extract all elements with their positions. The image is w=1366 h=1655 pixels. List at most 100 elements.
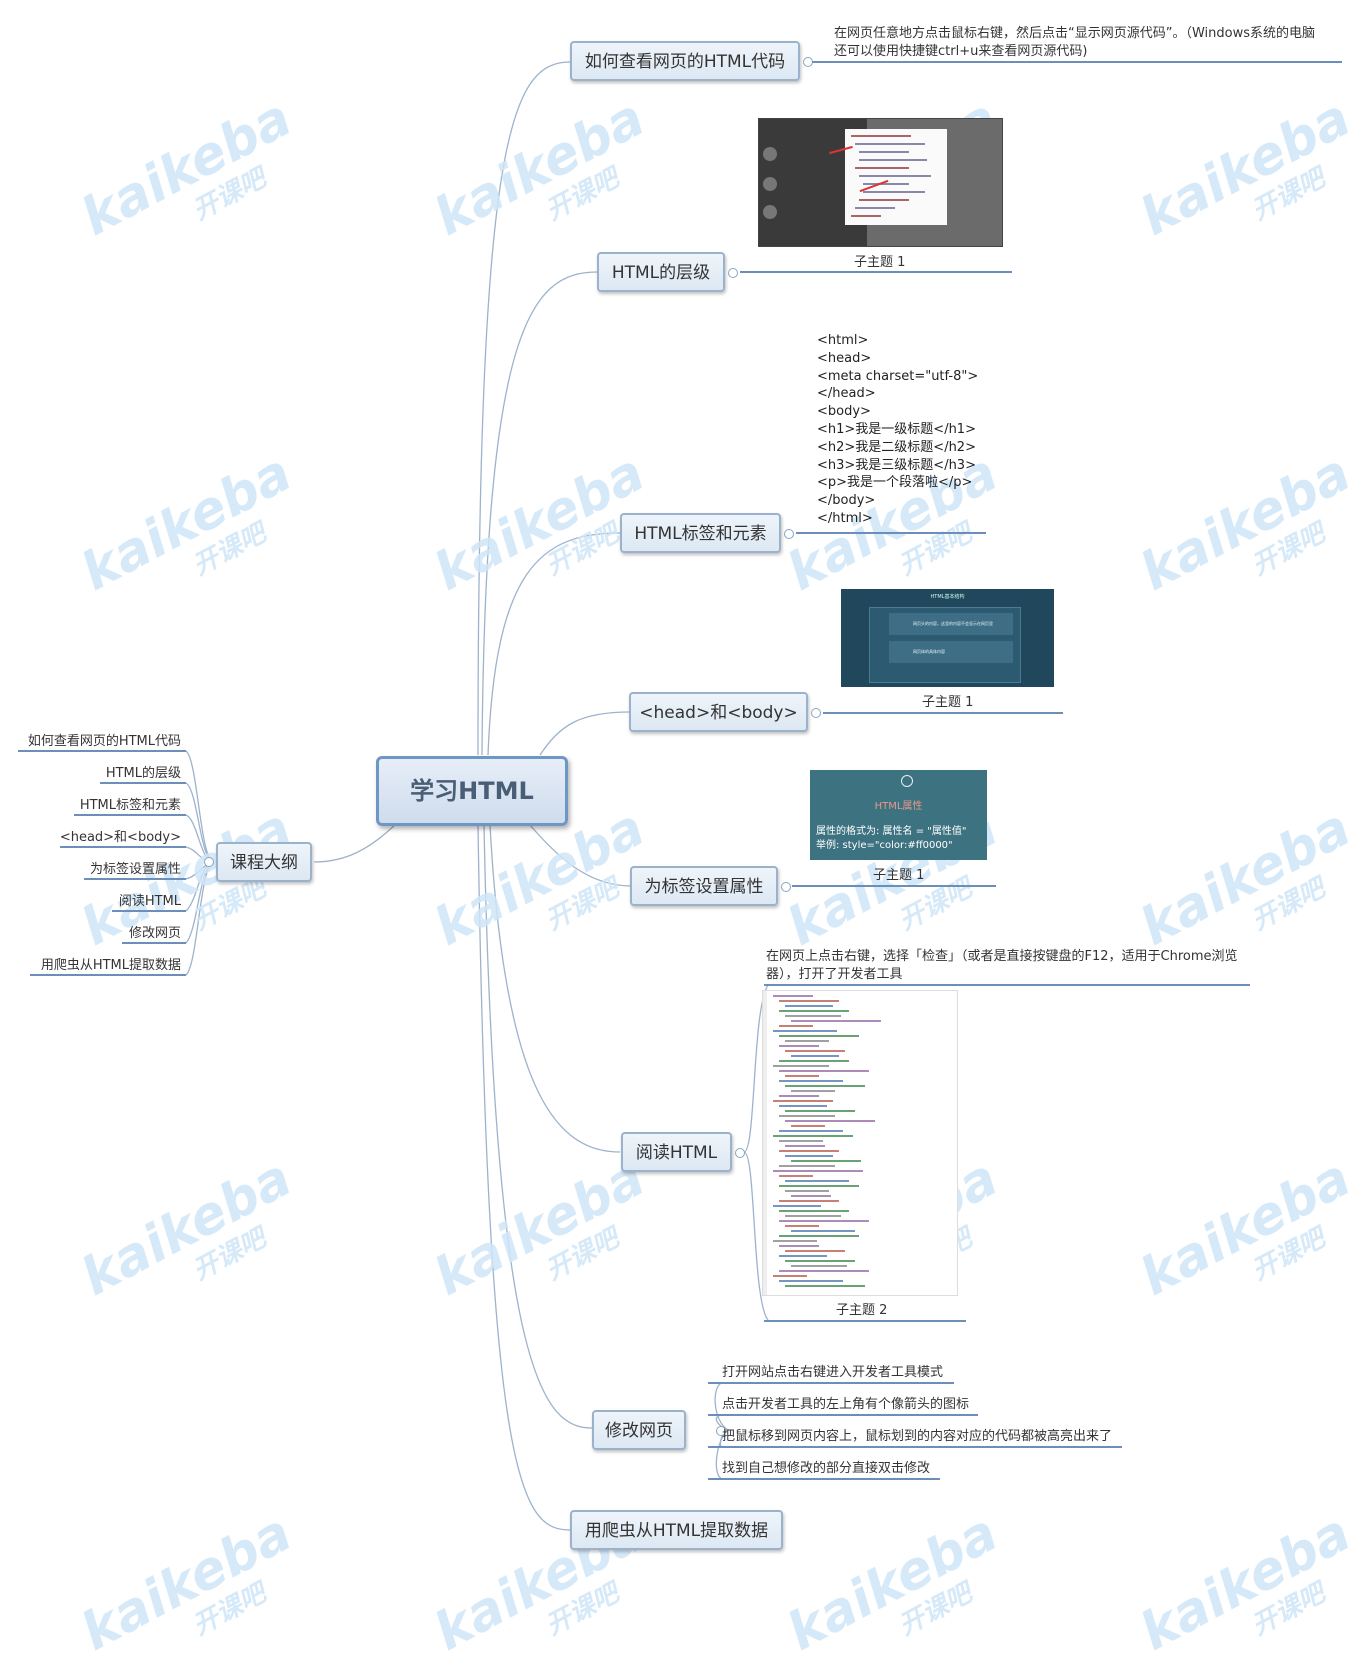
code-line: <head>: [817, 350, 872, 366]
code-line-bar: [779, 1105, 827, 1107]
code-line-bar: [779, 1025, 813, 1027]
collapse-toggle-icon[interactable]: [716, 1426, 726, 1436]
code-line-bar: [785, 1145, 825, 1147]
code-line: <body>: [817, 404, 871, 420]
code-line-bar: [785, 1015, 841, 1017]
topic-view-source[interactable]: 如何查看网页的HTML代码: [570, 41, 800, 81]
outline-underline: [122, 942, 186, 944]
code-line-bar: [779, 1270, 869, 1272]
outline-item[interactable]: 阅读HTML: [118, 894, 181, 909]
outline-underline: [84, 878, 186, 880]
collapse-toggle-icon[interactable]: [735, 1148, 745, 1158]
code-line-bar: [779, 1010, 849, 1012]
collapse-toggle-icon[interactable]: [728, 268, 738, 278]
code-line-bar: [773, 1205, 821, 1207]
hierarchy-screenshot-image: [758, 118, 1003, 247]
outline-item[interactable]: HTML标签和元素: [79, 798, 181, 813]
code-line-bar: [791, 1195, 831, 1197]
code-line: <h2>我是二级标题</h2>: [817, 439, 976, 455]
topic-tags-elements[interactable]: HTML标签和元素: [620, 513, 781, 553]
code-line-bar: [773, 1030, 837, 1032]
topic-read-html[interactable]: 阅读HTML: [621, 1132, 732, 1172]
outline-item[interactable]: 用爬虫从HTML提取数据: [40, 958, 181, 973]
collapse-toggle-icon[interactable]: [811, 708, 821, 718]
modify-step: 打开网站点击右键进入开发者工具模式: [722, 1365, 944, 1380]
outline-item[interactable]: 为标签设置属性: [89, 862, 181, 877]
view-source-note-line1: 在网页任意地方点击鼠标右键，然后点击“显示网页源代码”。（Windows系统的电…: [834, 26, 1316, 41]
outline-item[interactable]: <head>和<body>: [59, 830, 181, 845]
code-line-bar: [791, 1020, 881, 1022]
step-underline: [708, 1446, 1122, 1448]
topic-crawler[interactable]: 用爬虫从HTML提取数据: [570, 1510, 783, 1550]
outline-underline: [30, 974, 186, 976]
head-body-image-body-text: 网页体的具体内容: [913, 649, 945, 654]
step-underline: [708, 1478, 940, 1480]
outline-item[interactable]: HTML的层级: [105, 766, 181, 781]
outline-item[interactable]: 修改网页: [128, 926, 181, 941]
head-body-structure-image: HTML基本结构 网页头的内容，这里的内容不会显示在网页里 网页体的具体内容: [841, 589, 1054, 687]
code-line: <html>: [817, 333, 869, 348]
code-line-bar: [785, 1005, 833, 1007]
topic-underline: [792, 885, 996, 887]
code-line-bar: [773, 1170, 863, 1172]
devtools-code-screenshot: [762, 990, 958, 1296]
modify-step: 点击开发者工具的左上角有个像箭头的图标: [722, 1397, 970, 1412]
outline-underline: [100, 782, 186, 784]
attributes-slide-image: HTML属性 属性的格式为: 属性名 = "属性值" 举例: style="co…: [810, 770, 987, 860]
topic-underline: [740, 271, 1012, 273]
code-line-bar: [779, 1000, 839, 1002]
topic-underline: [823, 712, 1063, 714]
code-line-bar: [779, 1185, 859, 1187]
code-line-bar: [791, 1265, 847, 1267]
code-line: </body>: [817, 493, 876, 509]
code-line-bar: [791, 1160, 861, 1162]
svg-text:开课吧: 开课吧: [541, 1577, 627, 1642]
outline-underline: [74, 814, 186, 816]
root-topic[interactable]: 学习HTML: [376, 756, 568, 826]
svg-text:开课吧: 开课吧: [1247, 1577, 1333, 1642]
mindmap-connectors: [185, 61, 769, 1531]
code-line: <h3>我是三级标题</h3>: [817, 457, 976, 473]
code-line: <h1>我是一级标题</h1>: [817, 422, 976, 437]
code-line-bar: [779, 1235, 859, 1237]
code-line-bar: [785, 1250, 845, 1252]
step-underline: [708, 1382, 954, 1384]
head-body-image-head-text: 网页头的内容，这里的内容不会显示在网页里: [913, 621, 993, 626]
read-html-note-line1: 在网页上点击右键，选择「检查」（或者是直接按键盘的F12，适用于Chrome浏览: [766, 949, 1238, 964]
code-line: </html>: [817, 511, 873, 526]
modify-step: 找到自己想修改的部分直接双击修改: [722, 1461, 931, 1476]
topic-head-body[interactable]: <head>和<body>: [629, 692, 808, 732]
code-line-bar: [785, 1285, 865, 1287]
topic-modify-page[interactable]: 修改网页: [592, 1410, 686, 1450]
attributes-image-title: HTML属性: [874, 801, 923, 812]
step-underline: [708, 1414, 978, 1416]
code-line-bar: [779, 1210, 849, 1212]
view-source-note-line2: 还可以使用快捷键ctrl+u来查看网页源代码): [834, 44, 1088, 59]
topic-hierarchy[interactable]: HTML的层级: [597, 252, 725, 292]
attributes-image-line1: 属性的格式为: 属性名 = "属性值": [816, 826, 967, 837]
code-line-bar: [779, 1280, 843, 1282]
code-line-bar: [779, 1095, 819, 1097]
code-line-bar: [791, 1125, 825, 1127]
outline-underline: [60, 846, 186, 848]
code-line-bar: [779, 1070, 869, 1072]
collapse-toggle-icon[interactable]: [784, 529, 794, 539]
code-line-bar: [785, 1075, 819, 1077]
modify-step: 把鼠标移到网页内容上，鼠标划到的内容对应的代码都被高亮出来了: [722, 1429, 1113, 1444]
code-line-bar: [779, 1130, 843, 1132]
collapse-toggle-icon[interactable]: [781, 882, 791, 892]
code-line-bar: [785, 1110, 855, 1112]
code-line-bar: [785, 1215, 841, 1217]
code-line-bar: [779, 1220, 869, 1222]
code-line-bar: [785, 1225, 819, 1227]
collapse-toggle-icon[interactable]: [204, 857, 214, 867]
code-line-bar: [773, 1135, 853, 1137]
outline-item[interactable]: 如何查看网页的HTML代码: [27, 734, 181, 749]
code-line: <p>我是一个段落啦</p>: [817, 475, 973, 491]
code-line-bar: [785, 1190, 829, 1192]
code-line: </head>: [817, 386, 876, 402]
read-html-note-line2: 器），打开了开发者工具: [766, 967, 903, 982]
branch-course-outline[interactable]: 课程大纲: [216, 842, 312, 882]
code-line-bar: [779, 1060, 849, 1062]
topic-attributes[interactable]: 为标签设置属性: [630, 866, 778, 906]
